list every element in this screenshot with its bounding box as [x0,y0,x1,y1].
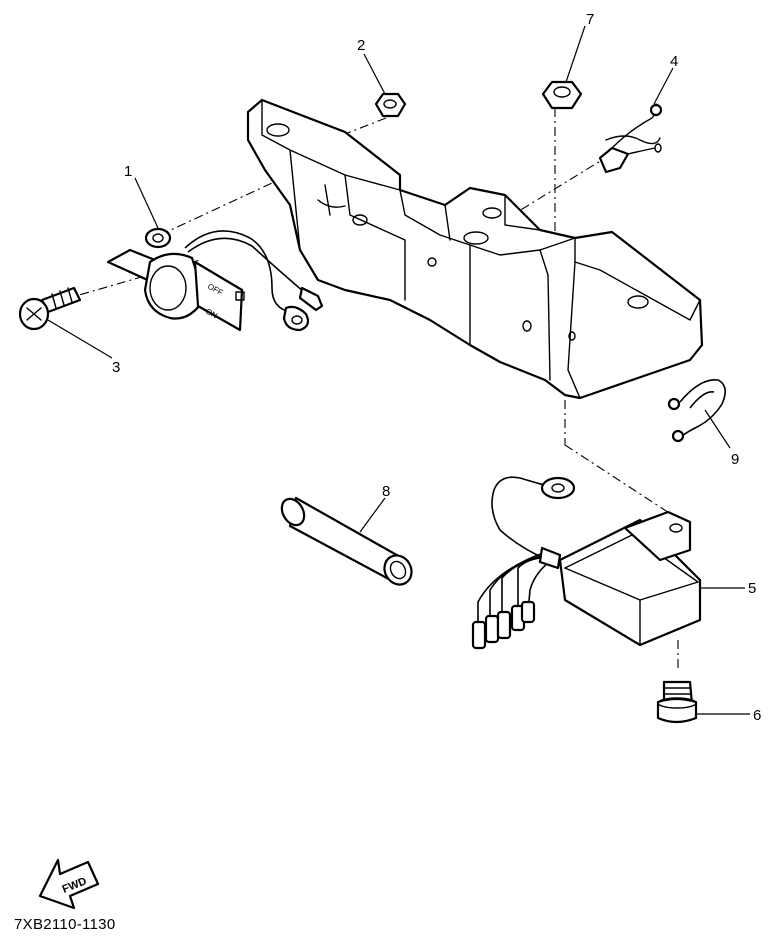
nut-2 [374,92,407,118]
callout-1: 1 [124,163,132,180]
wire-clamp [598,103,663,174]
callout-2: 2 [357,37,365,54]
callout-4: 4 [670,53,678,70]
part-code: 7XB2110-1130 [14,916,115,933]
callout-7: 7 [586,11,594,28]
callout-6: 6 [753,707,761,724]
callout-9: 9 [731,451,739,468]
callout-leaders [47,25,750,715]
stop-switch: OFF ON [106,227,324,332]
mounting-bracket [246,98,704,400]
collar-tube [280,496,413,586]
nut-7 [541,80,583,110]
fwd-arrow-icon: FWD [38,858,100,910]
callout-3: 3 [112,359,120,376]
wire-clip [667,379,726,443]
bolt [656,680,698,724]
screw [18,286,82,331]
callout-8: 8 [382,483,390,500]
callout-labels: 1 2 3 4 5 6 7 8 9 [112,11,761,724]
cdi-unit [471,476,702,650]
callout-5: 5 [748,580,756,597]
